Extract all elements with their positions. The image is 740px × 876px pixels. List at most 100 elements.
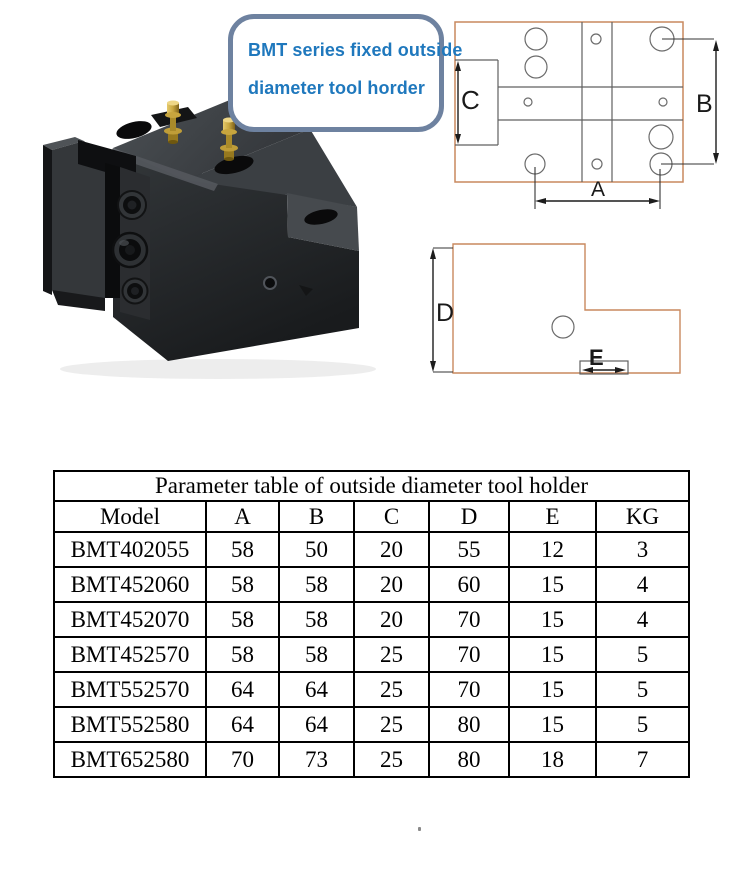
table-row: BMT552570 64 64 25 70 15 5 — [53, 671, 691, 708]
value-cell: 12 — [508, 531, 597, 568]
value-cell: 64 — [205, 706, 280, 743]
value-cell: 20 — [353, 531, 430, 568]
value-cell: 70 — [205, 741, 280, 778]
value-cell: 25 — [353, 636, 430, 673]
value-cell: 15 — [508, 671, 597, 708]
plan-cross-slot — [455, 22, 683, 182]
table-title-row: Parameter table of outside diameter tool… — [52, 470, 691, 502]
value-cell: 20 — [353, 601, 430, 638]
chamfer-edge — [109, 148, 218, 191]
table-row: BMT452070 58 58 20 70 15 4 — [53, 601, 691, 638]
dim-c: C — [455, 61, 480, 144]
col-header-e: E — [508, 500, 597, 533]
value-cell: 25 — [353, 706, 430, 743]
clamp-plate-face — [52, 141, 105, 298]
plan-holes — [523, 26, 675, 176]
value-cell: 64 — [278, 706, 355, 743]
value-cell: 20 — [353, 566, 430, 603]
value-cell: 58 — [278, 601, 355, 638]
col-header-kg: KG — [594, 500, 691, 533]
clamp-plate-side — [43, 145, 52, 295]
col-header-a: A — [205, 500, 280, 533]
clamp-slot — [105, 163, 120, 298]
table-row: BMT652580 70 73 25 80 18 7 — [53, 741, 691, 778]
value-cell: 58 — [205, 601, 280, 638]
model-cell: BMT552570 — [53, 671, 207, 708]
profile-hole — [551, 315, 575, 339]
counterbore-hole-right — [214, 155, 254, 175]
plan-drawing: C B A — [454, 21, 719, 209]
model-cell: BMT652580 — [53, 741, 207, 778]
value-cell: 5 — [594, 636, 691, 673]
col-header-b: B — [278, 500, 355, 533]
dim-label-d: D — [436, 299, 454, 327]
profile-outline — [452, 243, 681, 374]
model-cell: BMT552580 — [53, 706, 207, 743]
value-cell: 15 — [508, 601, 597, 638]
value-cell: 70 — [428, 636, 510, 673]
value-cell: 58 — [278, 566, 355, 603]
dim-label-a: A — [591, 178, 605, 201]
dim-label-b: B — [696, 90, 713, 118]
socket-screw-bottom — [121, 277, 149, 305]
tool-holder-front-face — [113, 151, 359, 361]
value-cell: 4 — [594, 566, 691, 603]
callout-line2: diameter tool horder — [248, 78, 426, 98]
dim-label-e: E — [589, 345, 604, 370]
value-cell: 58 — [205, 636, 280, 673]
value-cell: 70 — [428, 601, 510, 638]
value-cell: 80 — [428, 706, 510, 743]
value-cell: 3 — [594, 531, 691, 568]
value-cell: 18 — [508, 741, 597, 778]
value-cell: 25 — [353, 671, 430, 708]
value-cell: 5 — [594, 671, 691, 708]
value-cell: 15 — [508, 706, 597, 743]
model-cell: BMT452060 — [53, 566, 207, 603]
model-cell: BMT452070 — [53, 601, 207, 638]
artifact-dot — [418, 827, 421, 831]
profile-drawing: D E — [430, 243, 681, 375]
value-cell: 25 — [353, 741, 430, 778]
model-cell: BMT402055 — [53, 531, 207, 568]
table-row: BMT552580 64 64 25 80 15 5 — [53, 706, 691, 743]
photo-shadow — [60, 359, 376, 379]
table-title: Parameter table of outside diameter tool… — [52, 470, 691, 502]
col-header-c: C — [353, 500, 430, 533]
callout-bubble: BMT series fixed outside diameter tool h… — [228, 14, 463, 132]
clamp-plate-foot — [52, 290, 105, 311]
model-cell: BMT452570 — [53, 636, 207, 673]
callout-line1: BMT series fixed outside — [248, 40, 463, 60]
value-cell: 5 — [594, 706, 691, 743]
col-header-d: D — [428, 500, 510, 533]
dim-e: E — [579, 345, 629, 375]
value-cell: 7 — [594, 741, 691, 778]
value-cell: 58 — [205, 566, 280, 603]
counterbore-hole-left — [116, 121, 152, 139]
table-header-row: Model A B C D E KG — [53, 500, 691, 533]
value-cell: 70 — [428, 671, 510, 708]
plan-plate-outline — [454, 21, 684, 183]
product-photo — [43, 97, 376, 379]
dim-label-c: C — [461, 85, 480, 115]
value-cell: 15 — [508, 566, 597, 603]
value-cell: 58 — [205, 531, 280, 568]
dim-b: B — [661, 38, 719, 165]
value-cell: 50 — [278, 531, 355, 568]
value-cell: 55 — [428, 531, 510, 568]
clamp-plate-top — [43, 137, 84, 150]
step-bore-hole — [304, 209, 338, 225]
front-face-notch — [299, 285, 313, 296]
value-cell: 60 — [428, 566, 510, 603]
col-header-model: Model — [53, 500, 207, 533]
front-face-hole — [263, 276, 277, 290]
tool-holder-right-wall — [186, 129, 357, 207]
value-cell: 15 — [508, 636, 597, 673]
table-row: BMT402055 58 50 20 55 12 3 — [53, 531, 691, 568]
value-cell: 64 — [205, 671, 280, 708]
dim-d: D — [430, 247, 454, 373]
socket-screw-middle — [111, 231, 149, 269]
parameter-table: Parameter table of outside diameter tool… — [52, 470, 691, 778]
value-cell: 73 — [278, 741, 355, 778]
value-cell: 58 — [278, 636, 355, 673]
